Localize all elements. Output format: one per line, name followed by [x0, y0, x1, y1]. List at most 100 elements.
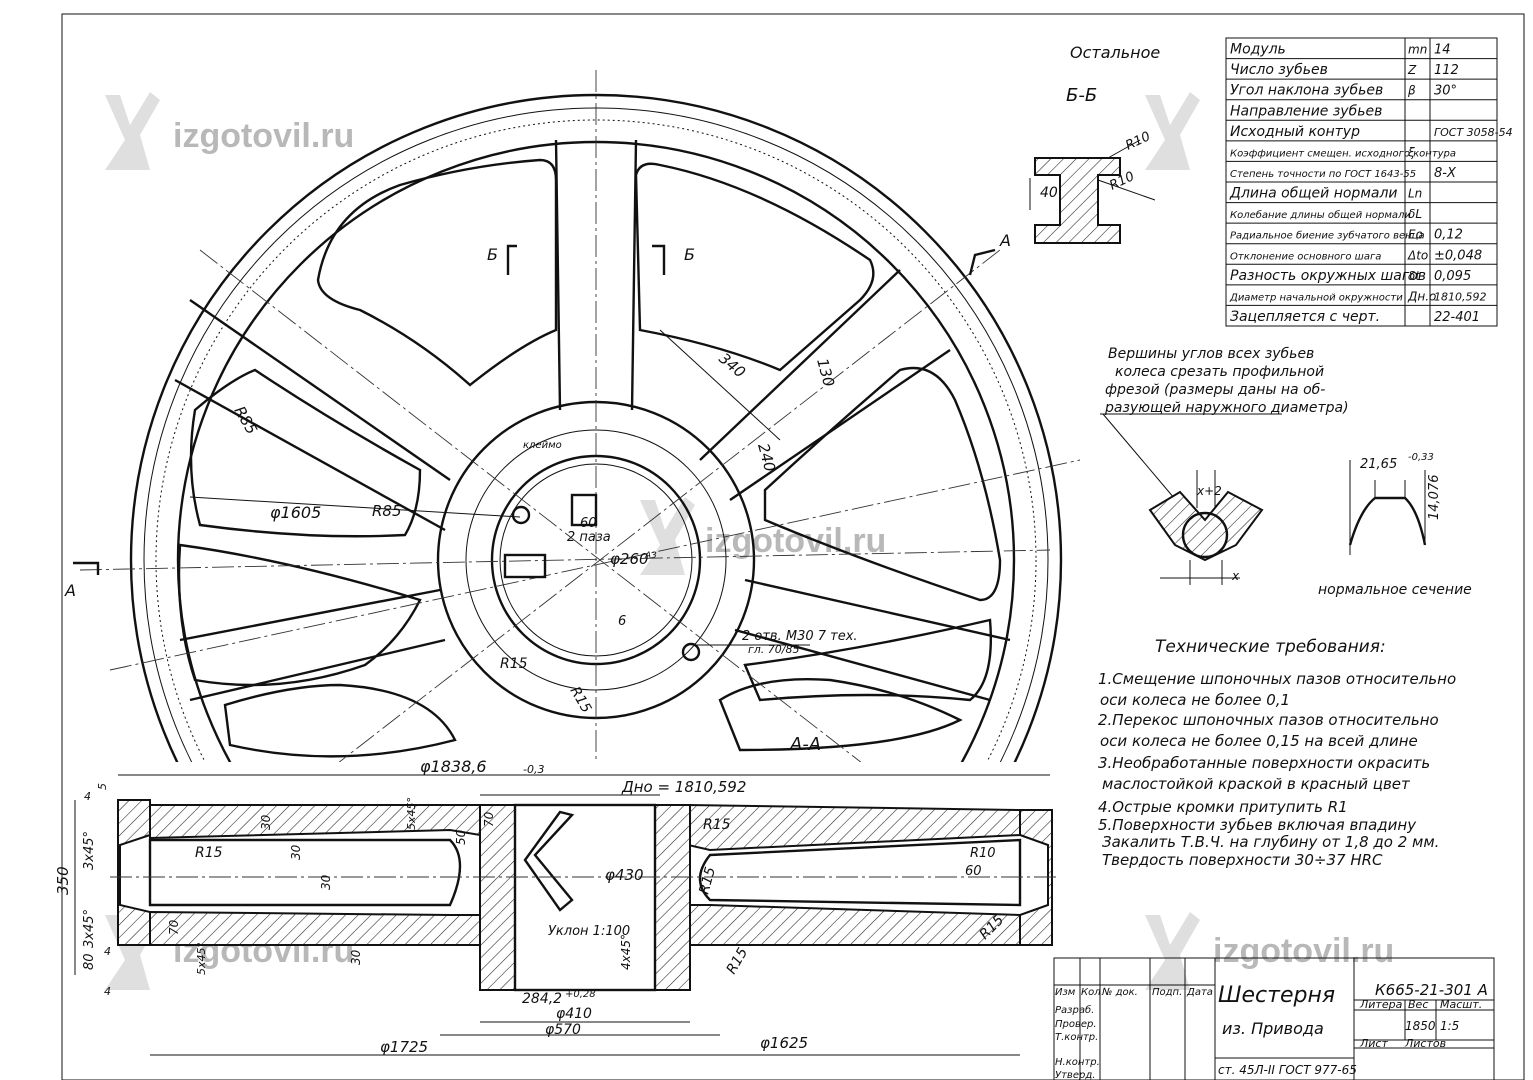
svg-text:30: 30 — [289, 844, 303, 860]
tooth-detail: x+2 x — [1148, 470, 1264, 585]
svg-text:R15: R15 — [696, 865, 719, 896]
svg-text:К665-21-301 А: К665-21-301 А — [1375, 981, 1488, 999]
param-name: Отклонение основного шага — [1230, 251, 1381, 262]
svg-text:4: 4 — [84, 790, 91, 803]
param-name: Длина общей нормали — [1229, 186, 1398, 202]
surface-note: Остальное — [1070, 43, 1160, 62]
svg-text:x: x — [1231, 569, 1240, 583]
svg-text:R15: R15 — [724, 945, 752, 977]
svg-text:Б: Б — [684, 245, 695, 264]
svg-text:Провер.: Провер. — [1055, 1019, 1097, 1030]
svg-text:60: 60 — [965, 864, 982, 879]
svg-text:Закалить Т.В.Ч. на глубину от: Закалить Т.В.Ч. на глубину от 1,8 до 2 м… — [1102, 833, 1439, 851]
svg-text:6: 6 — [618, 614, 626, 629]
drawing-frame — [61, 13, 1525, 1080]
svg-text:φ260: φ260 — [610, 550, 649, 568]
param-symbol: ξ — [1407, 145, 1415, 159]
title-block: К665-21-301 А Шестерня из. Привода Литер… — [1053, 957, 1495, 1080]
svg-text:Уклон 1:100: Уклон 1:100 — [548, 924, 630, 939]
param-name: Коэффициент смещен. исходного контура — [1230, 148, 1456, 159]
watermark-text: izgotovil.ru — [1213, 932, 1394, 970]
svg-text:ст. 45Л-II ГОСТ 977-65: ст. 45Л-II ГОСТ 977-65 — [1218, 1063, 1357, 1077]
svg-text:3х45°: 3х45° — [82, 831, 97, 870]
svg-text:30: 30 — [259, 814, 273, 830]
svg-text:Дно = 1810,592: Дно = 1810,592 — [621, 778, 746, 796]
param-value: 22-401 — [1434, 310, 1480, 325]
param-symbol: Δto — [1407, 248, 1428, 262]
svg-text:2.Перекос шпоночных пазов отно: 2.Перекос шпоночных пазов относительно — [1098, 711, 1439, 729]
svg-text:21,65: 21,65 — [1360, 457, 1397, 472]
svg-text:Н.контр.: Н.контр. — [1055, 1057, 1100, 1068]
svg-text:350: 350 — [54, 866, 72, 895]
watermark-text: izgotovil.ru — [173, 117, 354, 155]
svg-text:Дата: Дата — [1186, 987, 1213, 998]
param-value: 0,12 — [1434, 228, 1463, 243]
param-name: Степень точности по ГОСТ 1643-55 — [1230, 169, 1416, 180]
svg-text:5х45°: 5х45° — [195, 942, 208, 975]
svg-text:40: 40 — [1040, 185, 1058, 201]
param-symbol: δt — [1408, 269, 1421, 283]
svg-text:из. Привода: из. Привода — [1222, 1019, 1324, 1038]
svg-text:80: 80 — [82, 953, 97, 970]
svg-text:70: 70 — [482, 811, 496, 827]
svg-text:φ570: φ570 — [545, 1022, 581, 1038]
param-symbol: Ln — [1408, 187, 1422, 201]
svg-text:3х45°: 3х45° — [82, 909, 97, 948]
section-aa: А-А φ1838,6 -0,3 Дно = 1810,592 284,2 +0… — [54, 734, 1060, 1056]
svg-text:4: 4 — [104, 945, 111, 958]
svg-text:5х45°: 5х45° — [405, 797, 418, 830]
svg-text:60: 60 — [580, 516, 597, 531]
svg-text:R15: R15 — [500, 656, 528, 672]
param-symbol: β — [1407, 84, 1416, 98]
svg-text:-0,3: -0,3 — [523, 763, 544, 776]
param-symbol: Дн.о — [1407, 289, 1436, 303]
svg-text:50: 50 — [454, 829, 468, 845]
svg-text:R85: R85 — [372, 502, 402, 520]
param-name: Модуль — [1230, 42, 1286, 58]
svg-text:гл. 70/85: гл. 70/85 — [748, 643, 800, 656]
svg-text:5.Поверхности зубьев включая в: 5.Поверхности зубьев включая впадину — [1098, 816, 1417, 834]
svg-text:Лист: Лист — [1359, 1037, 1388, 1050]
svg-text:Кол: Кол — [1081, 987, 1101, 998]
svg-text:240: 240 — [754, 441, 779, 473]
svg-text:R15: R15 — [703, 817, 731, 833]
svg-text:R15: R15 — [195, 845, 223, 861]
svg-text:Разраб.: Разраб. — [1055, 1004, 1094, 1016]
watermark-logo-icon — [1145, 912, 1200, 990]
svg-text:3.Необработанные поверхности о: 3.Необработанные поверхности окрасить — [1098, 754, 1430, 772]
svg-text:Технические требования:: Технические требования: — [1155, 637, 1386, 657]
svg-text:Вес: Вес — [1408, 998, 1428, 1011]
param-name: Зацепляется с черт. — [1230, 309, 1380, 325]
svg-text:Листов: Листов — [1404, 1037, 1446, 1050]
param-name: Колебание длины общей нормали — [1230, 209, 1411, 221]
svg-text:разующей наружного диаметра): разующей наружного диаметра) — [1104, 400, 1349, 416]
svg-text:Масшт.: Масшт. — [1440, 998, 1482, 1011]
svg-text:5: 5 — [96, 783, 109, 790]
param-name: Разность окружных шагов — [1230, 268, 1426, 284]
svg-text:14,076: 14,076 — [1427, 475, 1442, 521]
param-value: 1810,592 — [1434, 290, 1487, 303]
svg-text:φ1625: φ1625 — [760, 1034, 808, 1052]
svg-text:R10: R10 — [1123, 129, 1153, 153]
param-symbol: Z — [1407, 63, 1417, 77]
svg-text:клеймо: клеймо — [523, 440, 562, 451]
svg-text:фрезой (размеры даны на об-: фрезой (размеры даны на об- — [1105, 382, 1325, 398]
svg-text:A3: A3 — [644, 551, 657, 561]
svg-text:R85: R85 — [231, 403, 261, 438]
param-value: 8-Х — [1434, 166, 1457, 181]
svg-text:R10: R10 — [970, 846, 996, 861]
param-symbol: mn — [1408, 43, 1427, 57]
tech-requirements: Технические требования: 1.Смещение шпоно… — [1098, 637, 1456, 869]
svg-text:x+2: x+2 — [1196, 484, 1222, 498]
svg-text:R15: R15 — [567, 684, 595, 716]
svg-text:Т.контр.: Т.контр. — [1055, 1032, 1098, 1043]
svg-text:1.Смещение шпоночных пазов отн: 1.Смещение шпоночных пазов относительно — [1098, 670, 1456, 688]
svg-text:Твердость поверхности 30÷37 HR: Твердость поверхности 30÷37 HRC — [1102, 851, 1383, 869]
svg-text:Б-Б: Б-Б — [1066, 85, 1097, 106]
param-name: Исходный контур — [1230, 124, 1360, 140]
svg-text:колеса срезать профильной: колеса срезать профильной — [1115, 364, 1324, 380]
svg-text:А: А — [64, 581, 76, 600]
svg-text:2 паза: 2 паза — [567, 530, 611, 545]
